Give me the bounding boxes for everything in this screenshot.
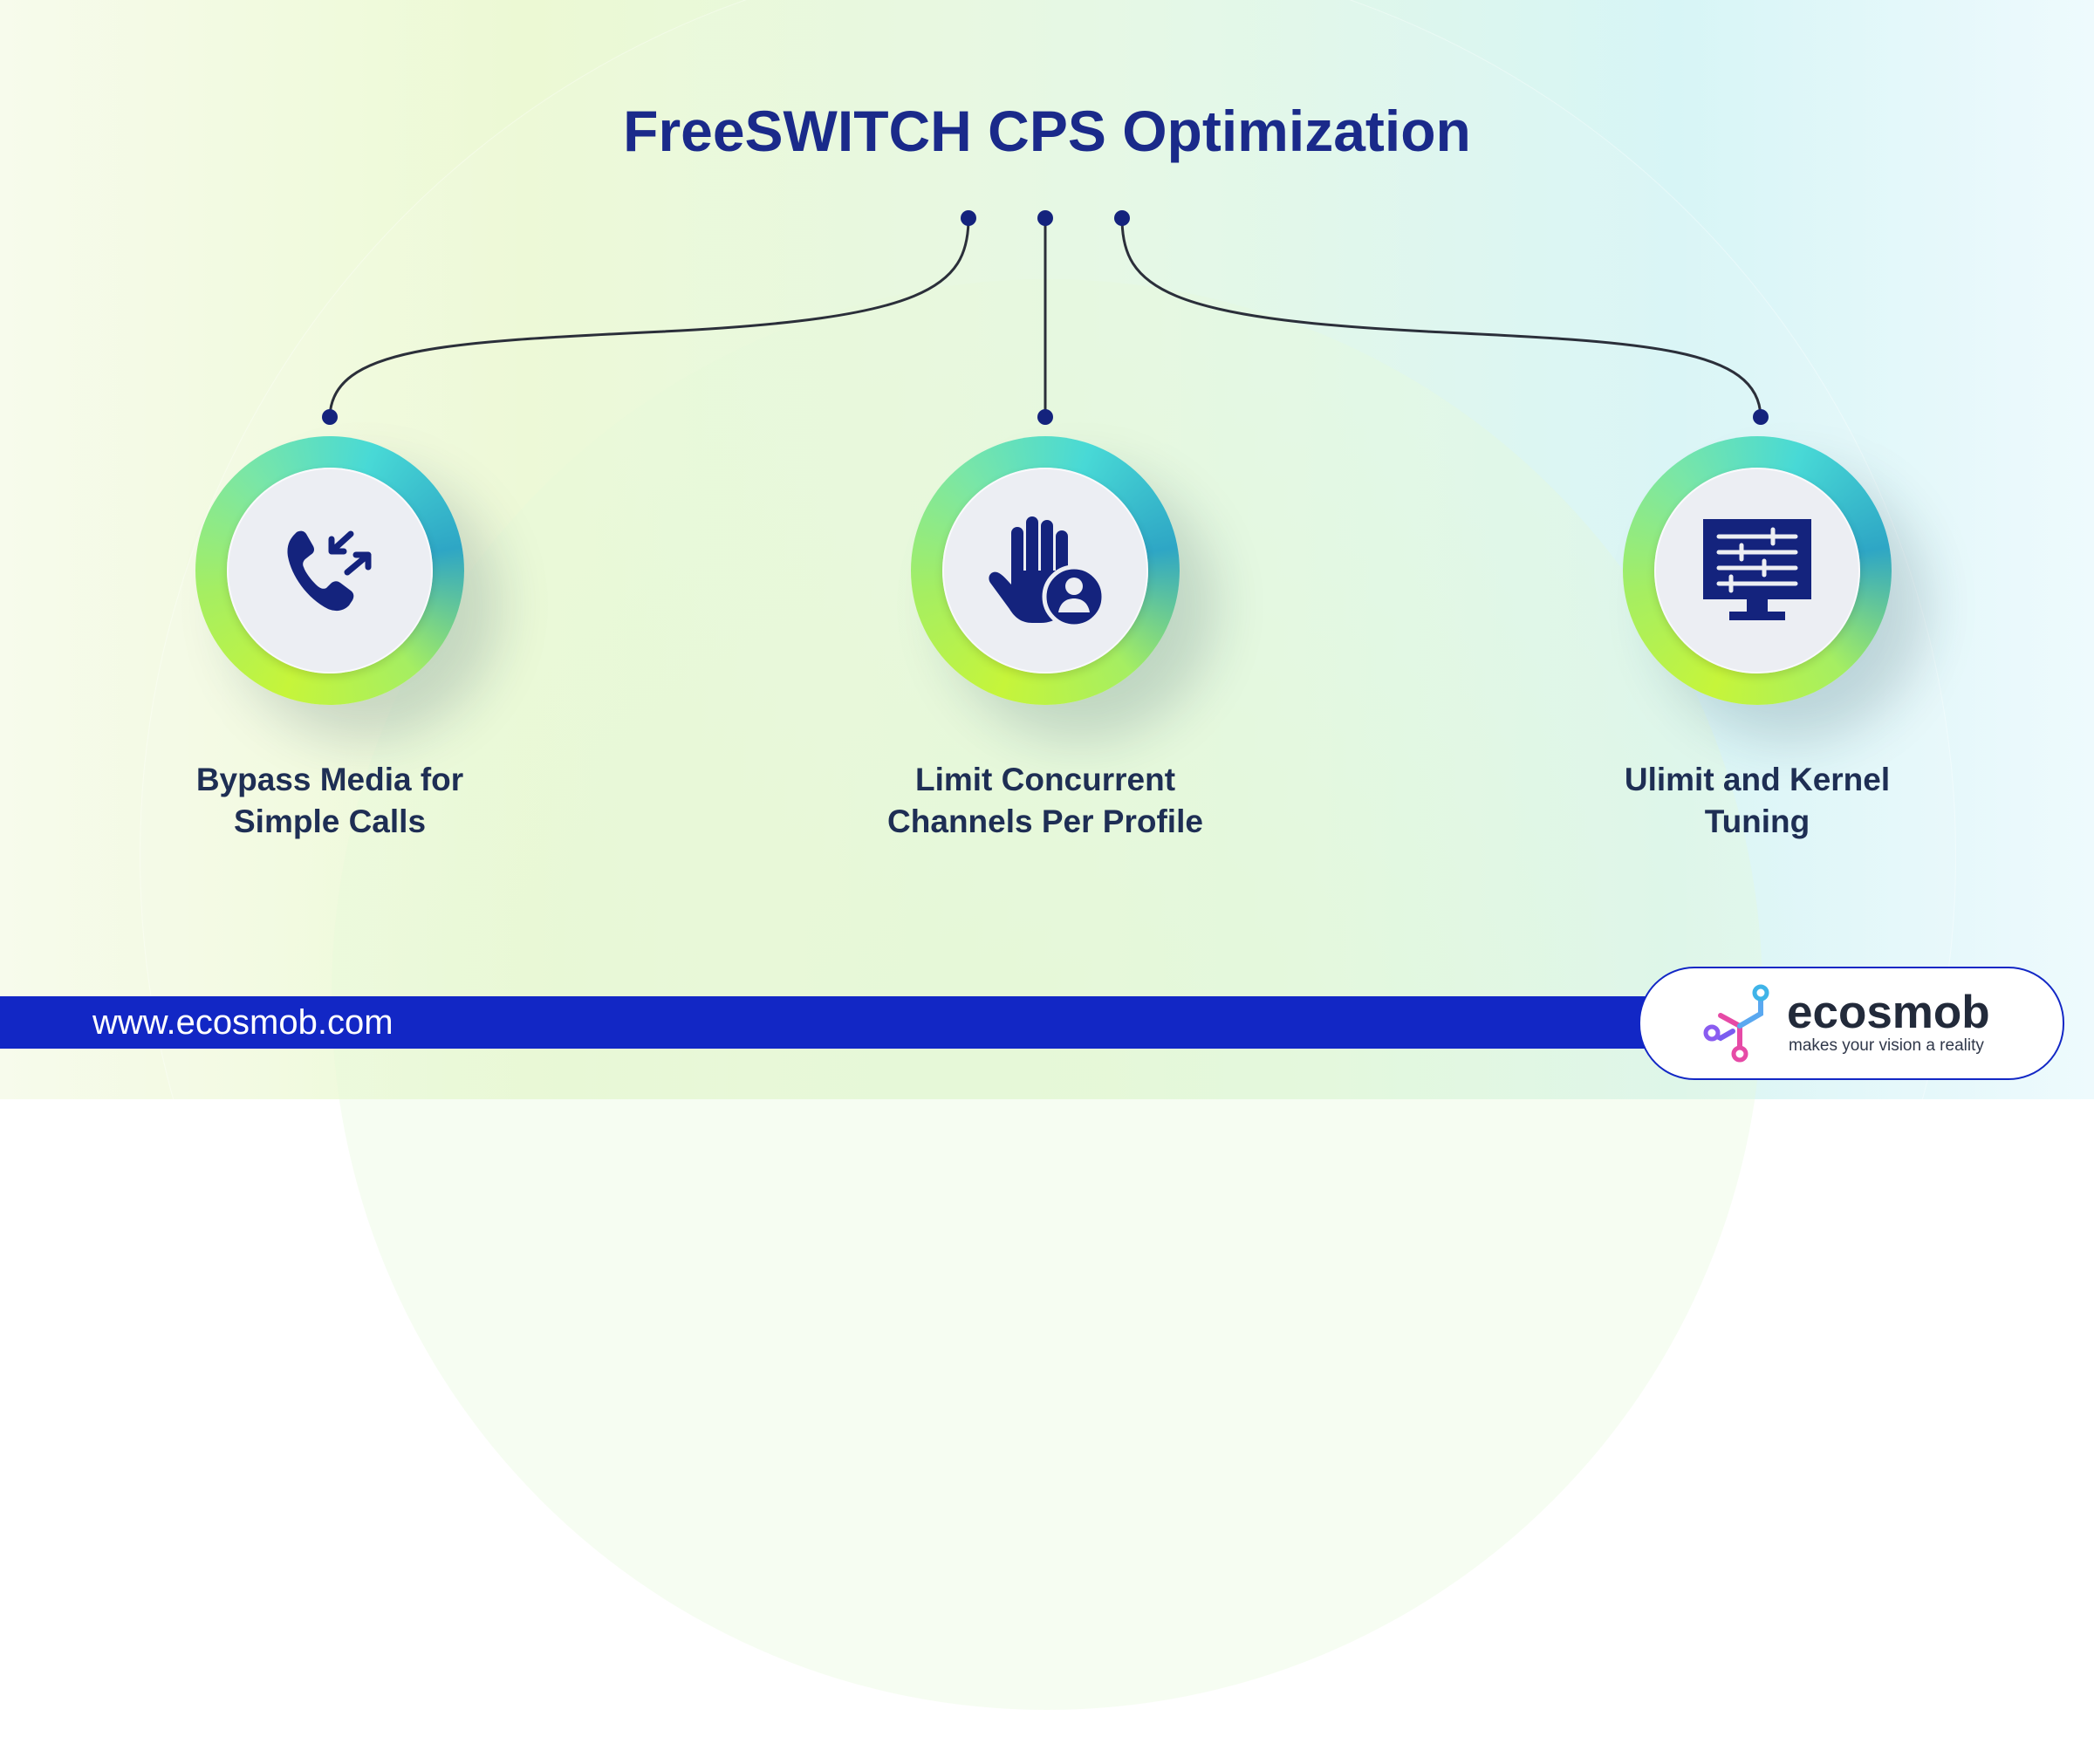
ecosmob-logo-icon bbox=[1703, 984, 1769, 1063]
node-label-line: Simple Calls bbox=[233, 803, 427, 839]
footer-url-link[interactable]: www.ecosmob.com bbox=[92, 1003, 393, 1042]
node-bypass-media bbox=[195, 436, 464, 705]
connector-dot bbox=[1037, 210, 1053, 226]
connector-line-right bbox=[1120, 217, 1762, 418]
node-label-line: Tuning bbox=[1704, 803, 1810, 839]
connector-dot bbox=[322, 409, 338, 425]
phone-call-transfer-icon bbox=[287, 530, 372, 612]
node-label-line: Ulimit and Kernel bbox=[1624, 762, 1891, 797]
node-limit-channels bbox=[911, 436, 1180, 705]
connector-dot bbox=[1753, 409, 1769, 425]
logo-box bbox=[1639, 967, 2064, 1080]
logo-tagline: makes your vision a reality bbox=[1789, 1036, 1984, 1055]
node-inner-circle bbox=[227, 468, 433, 673]
node-inner-circle bbox=[1654, 468, 1860, 673]
connector-dot bbox=[1114, 210, 1130, 226]
connector-line-left bbox=[328, 217, 970, 418]
connector-dot bbox=[961, 210, 976, 226]
footer-bar bbox=[0, 996, 1658, 1049]
hand-user-stop-icon bbox=[989, 516, 1106, 629]
node-label-line: Bypass Media for bbox=[195, 762, 464, 797]
node-ulimit-kernel bbox=[1623, 436, 1892, 705]
connector-dot bbox=[1037, 409, 1053, 425]
monitor-sliders-icon bbox=[1703, 519, 1811, 620]
node-label-line: Limit Concurrent bbox=[914, 762, 1176, 797]
node-label-bypass-media: Bypass Media for Simple Calls bbox=[103, 759, 557, 843]
node-inner-circle bbox=[942, 468, 1148, 673]
connector-lines bbox=[322, 210, 1769, 425]
node-label-line: Channels Per Profile bbox=[887, 803, 1203, 839]
node-label-limit-channels: Limit Concurrent Channels Per Profile bbox=[818, 759, 1272, 843]
logo-wordmark: ecosmob bbox=[1787, 987, 1990, 1038]
page-title: FreeSWITCH CPS Optimization bbox=[623, 99, 1471, 163]
node-label-ulimit-kernel: Ulimit and Kernel Tuning bbox=[1530, 759, 1984, 843]
